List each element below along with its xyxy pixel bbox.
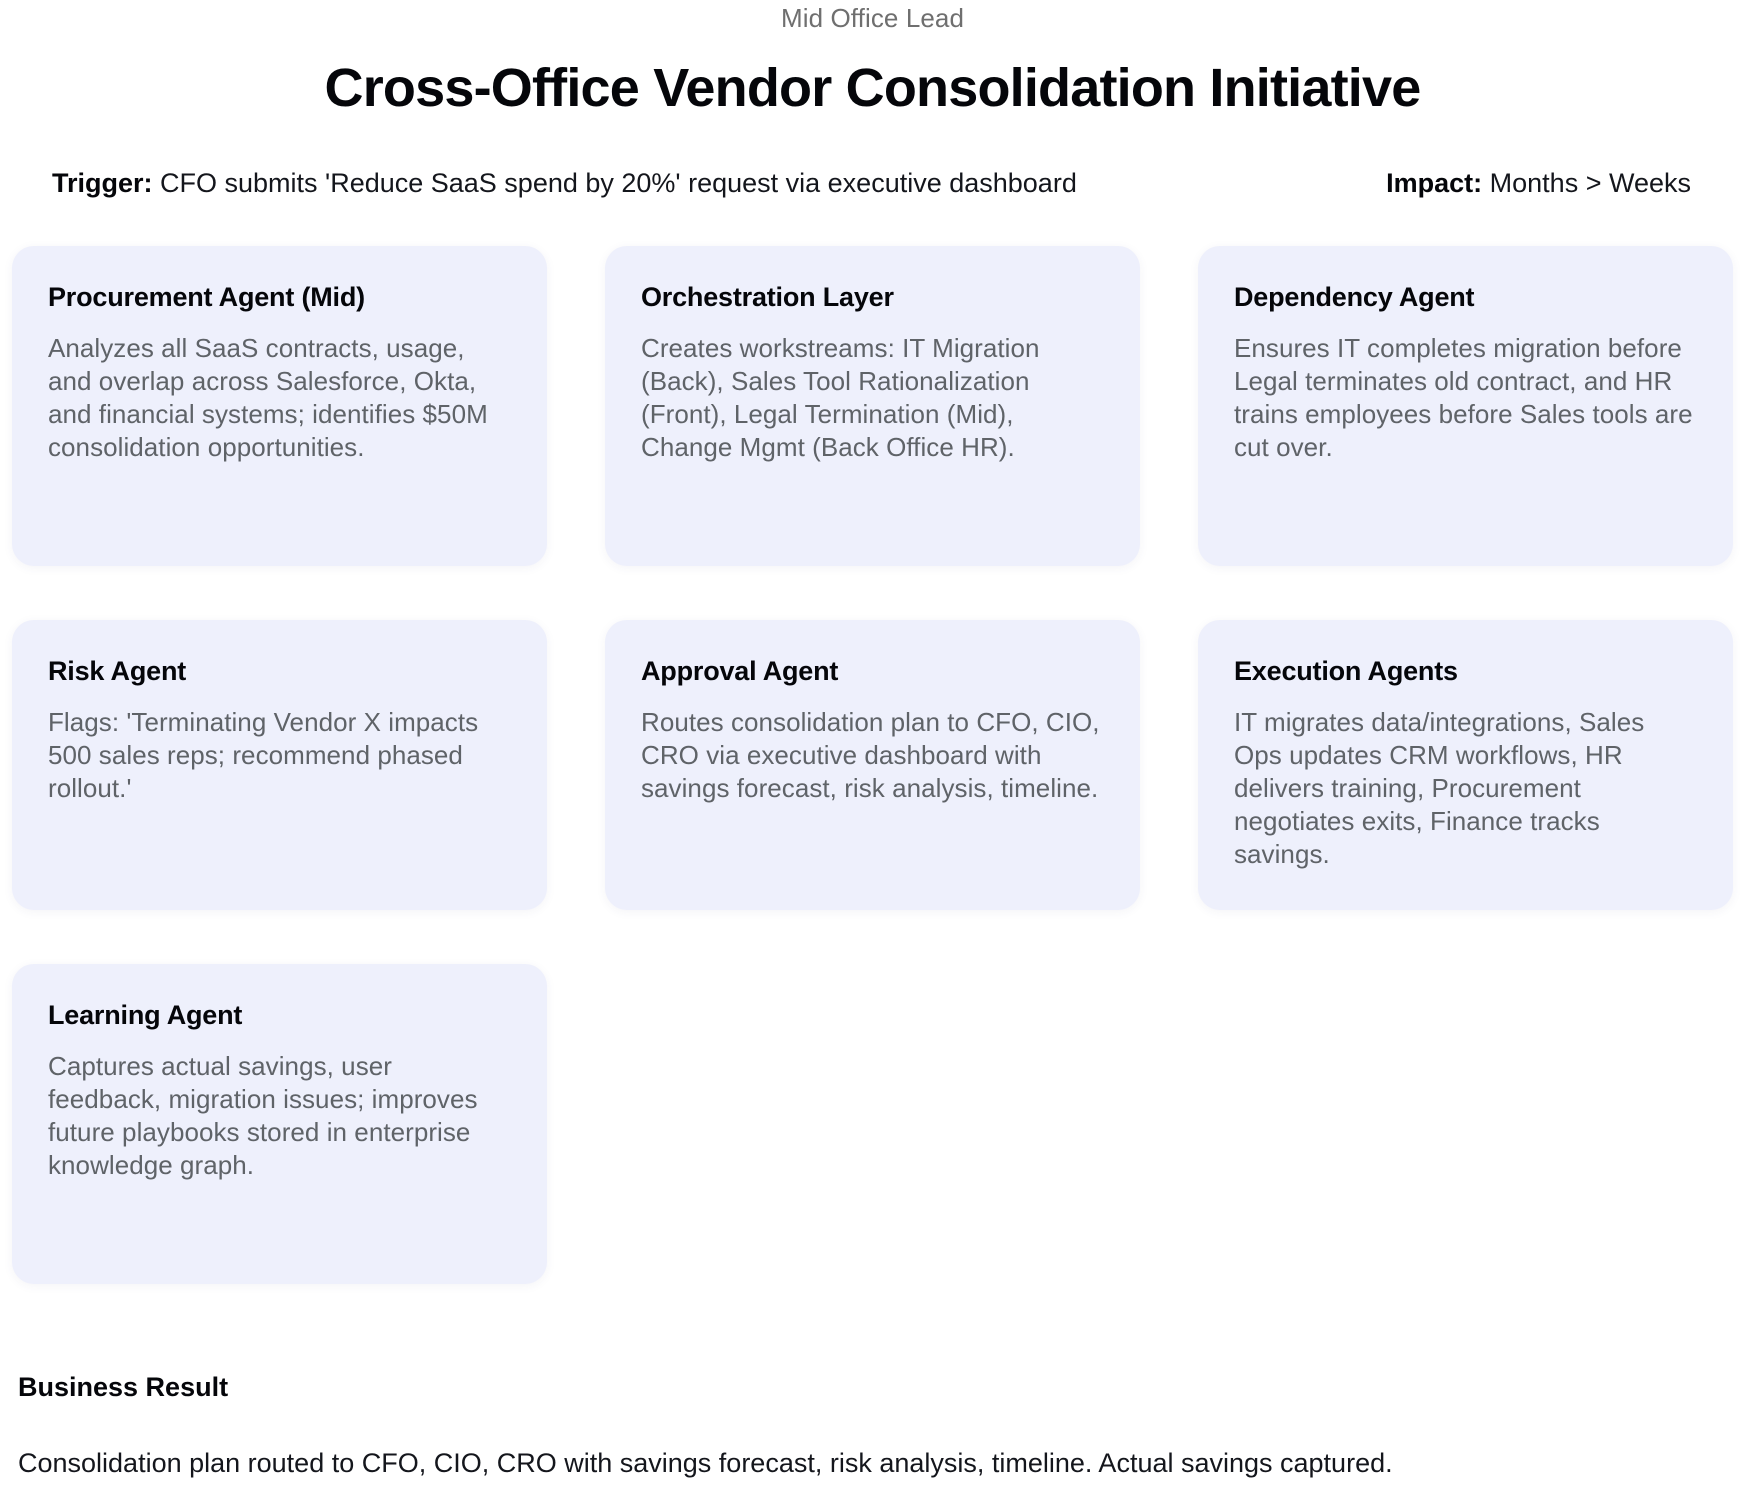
card-body: Captures actual savings, user feedback, … [48,1051,478,1180]
card-body: Creates workstreams: IT Migration (Back)… [641,333,1040,462]
card-body: Analyzes all SaaS contracts, usage, and … [48,333,488,462]
card-body: Routes consolidation plan to CFO, CIO, C… [641,707,1100,803]
agent-card-execution[interactable]: Execution Agents IT migrates data/integr… [1198,620,1733,910]
card-body: IT migrates data/integrations, Sales Ops… [1234,707,1645,869]
card-title: Approval Agent [641,656,839,686]
agent-card-approval[interactable]: Approval Agent Routes consolidation plan… [605,620,1140,910]
business-result-section: Business Result Consolidation plan route… [0,1370,1745,1482]
card-title: Dependency Agent [1234,282,1475,312]
page-eyebrow: Mid Office Lead [780,3,965,33]
card-body: Ensures IT completes migration before Le… [1234,333,1693,462]
card-title: Learning Agent [48,1000,243,1030]
business-result-title: Business Result [18,1372,229,1402]
impact-block: Impact: Months > Weeks [1386,164,1693,202]
page-title: Cross-Office Vendor Consolidation Initia… [324,58,1422,118]
card-title: Orchestration Layer [641,282,894,312]
impact-value: Months > Weeks [1482,168,1691,198]
impact-label: Impact: [1386,168,1483,198]
card-title: Risk Agent [48,656,187,686]
agent-card-learning[interactable]: Learning Agent Captures actual savings, … [12,964,547,1284]
trigger-block: Trigger: CFO submits 'Reduce SaaS spend … [52,164,1077,202]
trigger-label: Trigger: [52,168,153,198]
agent-card-grid: Procurement Agent (Mid) Analyzes all Saa… [0,246,1745,1284]
agent-card-dependency[interactable]: Dependency Agent Ensures IT completes mi… [1198,246,1733,566]
business-result-text: Consolidation plan routed to CFO, CIO, C… [18,1448,1393,1478]
trigger-value: CFO submits 'Reduce SaaS spend by 20%' r… [152,168,1077,198]
agent-card-risk[interactable]: Risk Agent Flags: 'Terminating Vendor X … [12,620,547,910]
meta-row: Trigger: CFO submits 'Reduce SaaS spend … [0,164,1745,202]
card-title: Procurement Agent (Mid) [48,282,365,312]
card-title: Execution Agents [1234,656,1458,686]
agent-card-orchestration[interactable]: Orchestration Layer Creates workstreams:… [605,246,1140,566]
card-body: Flags: 'Terminating Vendor X impacts 500… [48,707,479,803]
agent-card-procurement[interactable]: Procurement Agent (Mid) Analyzes all Saa… [12,246,547,566]
